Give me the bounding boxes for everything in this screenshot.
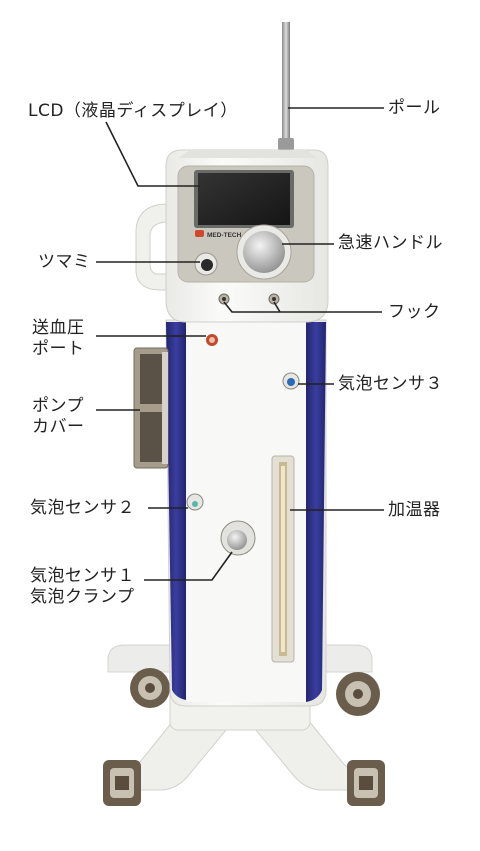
pole xyxy=(282,22,290,162)
caster-front-right xyxy=(347,760,385,806)
caster-rear-right xyxy=(336,672,380,716)
label-knob: ツマミ xyxy=(38,252,91,272)
leader-hook xyxy=(223,301,382,313)
knob xyxy=(194,252,218,276)
bubble-sensor-2 xyxy=(186,493,204,511)
leader-sensor1 xyxy=(144,551,233,581)
quick-handle xyxy=(236,224,292,280)
label-quick-handle: 急速ハンドル xyxy=(338,233,443,253)
label-hook: フック xyxy=(388,302,441,322)
label-heater: 加温器 xyxy=(388,500,441,520)
label-pole: ポール xyxy=(388,98,441,118)
caster-front-left xyxy=(103,760,141,806)
blue-side-band-right xyxy=(306,322,326,702)
label-lcd: LCD（液晶ディスプレイ） xyxy=(28,101,238,121)
bubble-sensor-3 xyxy=(282,372,300,390)
brand-logo-text: MED-TECH xyxy=(207,232,242,239)
label-blood-pressure-port: 送血圧 ポート xyxy=(32,318,85,359)
leader-lcd xyxy=(105,121,200,187)
brand-logo-mark xyxy=(195,230,204,237)
hook-right xyxy=(268,293,280,305)
main-body xyxy=(165,319,327,707)
label-bubble-sensor-1: 気泡センサ１ 気泡クランプ xyxy=(30,566,135,607)
hook-left xyxy=(218,293,230,305)
leader-lines xyxy=(96,107,384,581)
label-bubble-sensor-2: 気泡センサ２ xyxy=(30,498,135,518)
blood-pressure-port xyxy=(206,334,218,346)
blue-side-band-left xyxy=(166,322,186,700)
heater xyxy=(271,455,295,663)
side-handle xyxy=(135,203,169,291)
bubble-sensor-1 xyxy=(220,520,256,556)
label-pump-cover: ポンプ カバー xyxy=(32,396,85,437)
caster-rear-left xyxy=(130,668,170,708)
lcd-screen xyxy=(198,173,290,225)
pump-cover xyxy=(133,347,169,469)
label-bubble-sensor-3: 気泡センサ３ xyxy=(338,374,443,394)
